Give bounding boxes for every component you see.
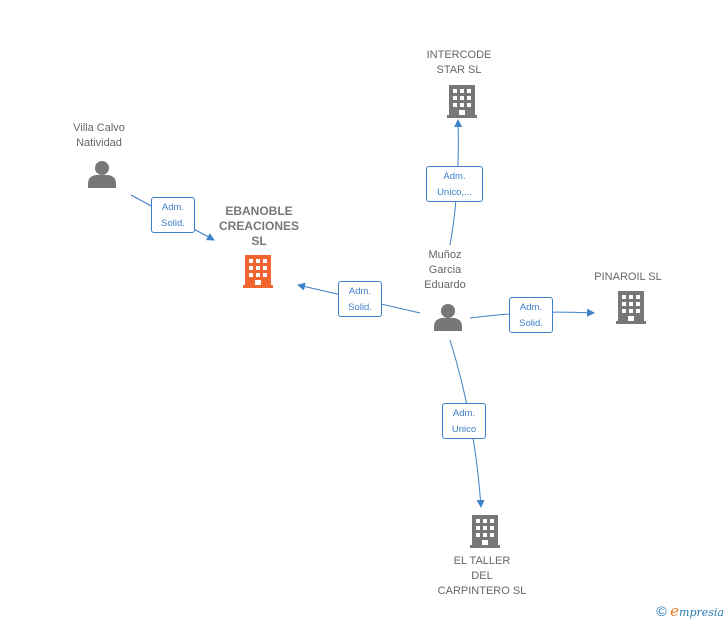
building-icon[interactable] xyxy=(243,255,273,288)
node-label-villa-calvo[interactable]: Villa Calvo Natividad xyxy=(73,122,125,149)
brand-logo-initial: e xyxy=(670,602,680,620)
node-label-munoz[interactable]: Muñoz Garcia Eduardo xyxy=(424,249,466,291)
building-icon[interactable] xyxy=(470,515,500,548)
building-icon[interactable] xyxy=(447,85,477,118)
person-icon[interactable] xyxy=(434,304,462,331)
node-label-ebanoble[interactable]: EBANOBLE CREACIONES SL xyxy=(218,204,299,248)
relation-label-munoz-intercode[interactable]: Adm. Unico,... xyxy=(426,166,483,202)
relation-label-munoz-pinaroil[interactable]: Adm. Solid. xyxy=(509,297,553,333)
node-label-el-taller[interactable]: EL TALLER DEL CARPINTERO SL xyxy=(437,555,527,597)
node-label-pinaroil[interactable]: PINAROIL SL xyxy=(594,271,662,283)
brand-logo-text: mpresia xyxy=(679,606,724,619)
relation-label-villa-ebanoble[interactable]: Adm. Solid. xyxy=(151,197,195,233)
copyright-symbol: © xyxy=(656,603,667,619)
node-label-intercode[interactable]: INTERCODE STAR SL xyxy=(426,49,492,76)
person-icon[interactable] xyxy=(88,161,116,188)
relation-label-munoz-ebanoble[interactable]: Adm. Solid. xyxy=(338,281,382,317)
building-icon[interactable] xyxy=(616,291,646,324)
relation-label-munoz-taller[interactable]: Adm. Unico xyxy=(442,403,486,439)
brand-footer: © empresia xyxy=(656,602,724,620)
